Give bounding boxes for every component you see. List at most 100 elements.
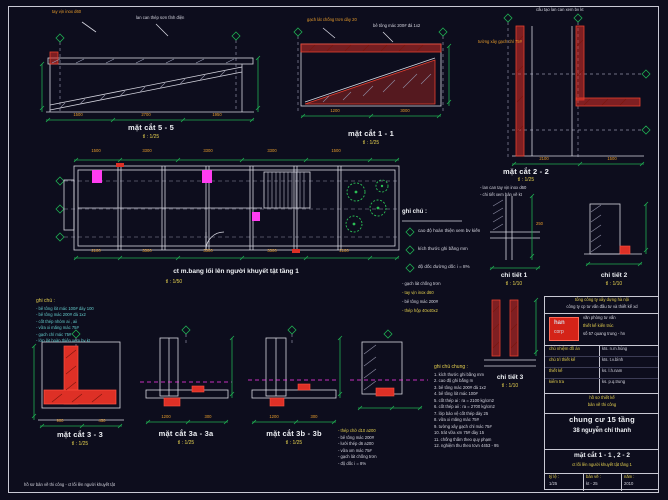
section-3a-linework [140,325,235,425]
figure-section-3b: 1200 300 mặt cắt 3b - 3b tl : 1/25 [244,325,346,448]
note-line: 11. chống thấm theo quy phạm [434,436,492,442]
note-line: - tay vịn inox d60 [402,290,434,295]
note-line: - lớp lát hoàn thiện xem bv kt [36,338,90,342]
divider [621,473,622,491]
section-3b-label: mặt cắt 3b - 3b [266,429,322,438]
divider [545,449,658,450]
note-line: độ dốc đường dốc i = 8% [418,264,470,269]
dimension-text: 2100 [339,248,349,253]
note-line: - vữa xm mác 75# [338,447,372,453]
section-3b-linework [248,325,343,425]
drawing-subtitle: ct lối lên người khuyết tật tầng 1 [572,462,632,467]
note-line: - lan can tay vịn inox d60 [480,185,527,190]
note-line: - bê tông mác 200# [402,299,439,304]
detail-2-label: chi tiết 2 [600,272,628,279]
section-detail-linework [350,329,428,411]
figure-detail-1: 250 chi tiết 1 tl : 1/10 [478,190,570,294]
divider [583,473,584,491]
figure-detail-2: chi tiết 2 tl : 1/10 [576,196,658,292]
figure-section-detail [346,329,434,426]
note-line: 7. lớp bảo vệ cốt thép dày 25 [434,410,489,416]
floor-plan-label: ct m.bang lối lên người khuyết tật tầng … [173,268,299,275]
note-line: 6. cốt thép aii : ra = 2700 kg/cm2 [434,404,495,410]
notes-block-left: ghi chú : - bê tông lót mác 100# dày 100… [36,298,136,342]
dimension-text: 1500 [331,148,341,153]
dimension-text: 1500 [607,156,617,161]
callout-text: tường xây gạch chỉ 75# [478,39,522,44]
detail-1-caption: tl : 1/10 [505,281,523,287]
notes-title: ghi chú chung : [434,364,468,370]
company-line: văn phòng tư vấn [583,315,616,320]
note-line: - bê tông mác 200# [338,434,375,440]
divider [599,345,600,393]
dimension-text: 3300 [203,148,213,153]
figure-floor-plan: 1500 3300 3300 3300 1500 2100 3300 3300 … [55,148,408,296]
detail-1-linework [489,193,541,271]
scale-value: 1/25 [549,481,558,486]
figure-section-2-2: cấu tạo lan can xem bv kt tường xây gạch… [476,7,658,204]
callout-text: gạch lát chống trơn dày 20 [307,17,357,22]
project-name: chung cư 15 tầng [569,415,635,424]
dimension-text: 2100 [539,156,549,161]
note-line: - gạch lát chống trơn [402,281,441,286]
section-2-2-label: mặt cắt 2 - 2 [503,167,549,176]
ghi-chu-block: ghi chú : cao độ hoàn thiện xem bv kiến … [398,208,480,320]
sheet-footer-note: hồ sơ bản vẽ thi công - ct lối lên người… [24,482,115,487]
dimension-text: 1200 [161,414,171,419]
detail-2-caption: tl : 1/10 [605,281,623,287]
section-1-1-caption: tl : 1/25 [362,140,380,146]
note-line: - gạch lát chống trơn [338,454,377,459]
dimension-text: 300 [310,414,318,419]
sheet-label: bản vẽ : [586,474,601,479]
section-3a-label: mặt cắt 3a - 3a [158,429,214,438]
staff-value: ks. p.q.trung [602,379,626,384]
figure-section-3-3: 900 450 mặt cắt 3 - 3 tl : 1/25 [24,329,132,448]
note-line: - bê tông mác 200# đá 1x2 [36,312,86,318]
section-3a-caption: tl : 1/25 [177,440,195,446]
dimension-text: 2700 [141,112,151,117]
logo-text: corp [554,329,564,335]
note-line: 3. bê tông mác 200# đá 1x2 [434,384,486,390]
dimension-text: 1950 [212,112,222,117]
section-3-3-label: mặt cắt 3 - 3 [57,430,103,439]
section-5-5-linework [39,21,261,123]
dimension-text: 3300 [267,148,277,153]
company-logo: han corp [549,317,579,341]
logo-text: han [554,320,565,326]
divider [545,378,658,379]
divider [545,413,658,414]
dimension-text: 1200 [330,108,340,113]
note-line: 9. tường xây gạch chỉ mác 75# [434,423,492,429]
staff-value: kts. t.v.bình [602,357,624,362]
note-line: 4. bê tông lót mác 100# [434,391,478,397]
callout-text: cấu tạo lan can xem bv kt [536,7,584,12]
note-line: - độ dốc i = 8% [338,460,367,466]
dimension-text: 900 [56,418,64,423]
floor-plan-caption: tl : 1/50 [165,279,183,285]
title-block-header: tổng công ty xây dựng hà nội [574,297,630,302]
detail-3-caption: tl : 1/10 [501,383,519,389]
staff-label: chủ nhiệm đồ án [549,346,580,351]
figure-section-1-1: gạch lát chống trơn dày 20 bê tông mác 2… [283,17,468,148]
note-line: - thép chờ d10 a200 [338,428,376,433]
dimension-text: 300 [204,414,212,419]
staff-value: ks. l.h.nam [602,368,623,373]
date-label: năm : [624,474,635,479]
note-line: - cốt thép nhóm ai , aii [36,318,78,324]
note-line: 10. trát vữa xm 75# dày 15 [434,430,485,436]
detail-1-label: chi tiết 1 [500,272,528,279]
floor-plan-linework [55,157,400,261]
callout-text: bê tông mác 200# đá 1x2 [373,23,421,28]
drawing-title: mặt cắt 1 - 1 , 2 - 2 [574,452,630,459]
note-line: 8. vữa xi măng mác 75# [434,417,479,423]
dimension-text: 1200 [269,414,279,419]
notes-block-center: - thép chờ d10 a200 - bê tông mác 200# -… [338,428,432,486]
sheet-border [8,6,659,493]
stage-line: bản vẽ thi công [587,402,617,407]
dimension-text: 3300 [142,248,152,253]
divider [545,473,658,474]
note-line: 12. nghiệm thu theo tcvn 4453 - 95 [434,443,499,449]
company-line: số 57 quang trung - hn [583,331,626,336]
divider [545,356,658,357]
note-line: 5. cốt thép ai : ra = 2100 kg/cm2 [434,397,494,403]
